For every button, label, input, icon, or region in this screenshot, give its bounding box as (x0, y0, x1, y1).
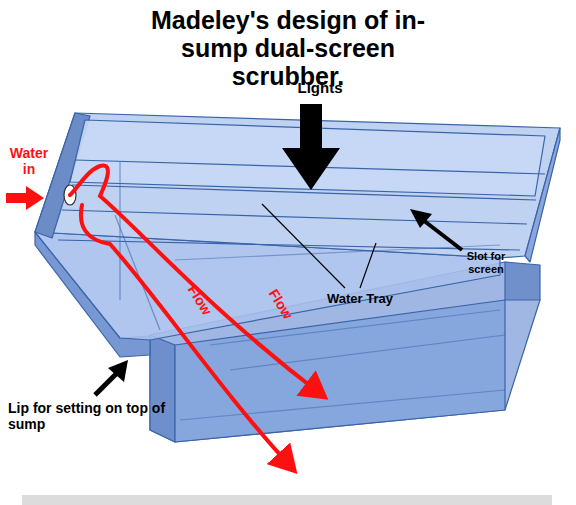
label: Water in (2, 145, 56, 177)
title: Madeley's design of in-sump dual-screen … (123, 6, 453, 90)
flow-lines (70, 166, 322, 468)
water-in-arrow (6, 186, 44, 210)
base-bar (22, 495, 552, 505)
slot-arrow (410, 209, 462, 250)
label: Lights (290, 79, 350, 96)
label: Lip for setting on top of sump (8, 400, 168, 432)
lip-arrow (95, 360, 128, 395)
lights-arrow (282, 104, 340, 190)
leader-lines (262, 204, 376, 288)
label: Water Tray (310, 291, 410, 306)
label: Slot for screen (462, 250, 510, 276)
